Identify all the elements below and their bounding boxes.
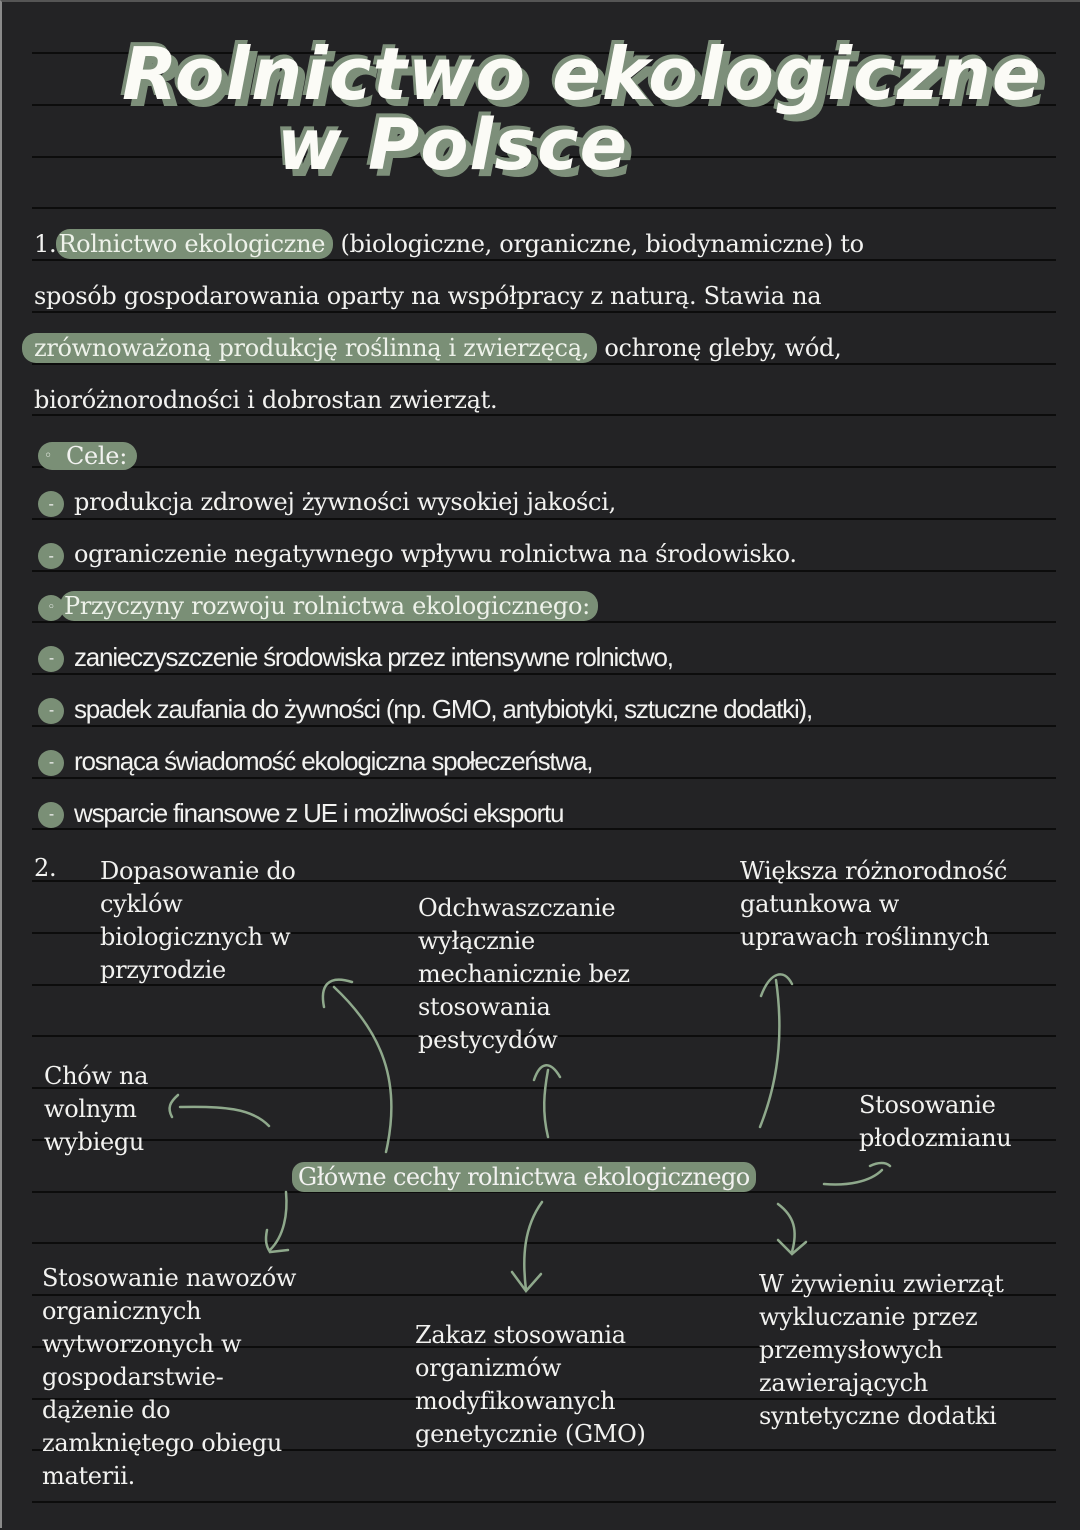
page-title-line2: w Polsce <box>277 104 629 186</box>
ruled-line <box>32 673 1056 675</box>
arrow-to-cycles-icon <box>332 985 393 1154</box>
ruled-line <box>32 1501 1056 1503</box>
dash-bullet-icon: - <box>38 698 64 725</box>
arrow-to-diversity-icon <box>758 978 781 1129</box>
ruled-line <box>32 207 1056 209</box>
paragraph-line-1: 1.Rolnictwo ekologiczne (biologiczne, or… <box>34 229 864 259</box>
ruled-line <box>32 932 1056 934</box>
reason-text: rosnąca świadomość ekologiczna społeczeń… <box>74 746 593 776</box>
dash-bullet-icon: - <box>38 750 64 777</box>
ruled-line <box>32 1087 1056 1089</box>
reason-item: -rosnąca świadomość ekologiczna społecze… <box>34 746 593 777</box>
section-number: 1. <box>34 230 57 258</box>
goals-label: Cele: <box>65 442 128 470</box>
mindmap-center-node: Główne cechy rolnictwa ekologicznego <box>292 1162 756 1192</box>
ruled-line <box>32 1191 1056 1193</box>
feature-free-range: Chów na wolnym wybiegu <box>44 1062 149 1156</box>
ruled-line <box>32 725 1056 727</box>
dash-bullet-icon: - <box>38 802 64 829</box>
arrowhead-icon <box>168 1093 180 1119</box>
dash-bullet-icon: - <box>38 490 64 517</box>
ruled-line <box>32 777 1056 779</box>
feature-gmo-ban: Zakaz stosowania organizmów modyfikowany… <box>415 1321 646 1448</box>
ruled-line <box>32 414 1056 416</box>
arrowhead-icon <box>510 1270 543 1293</box>
paragraph-line-2: sposób gospodarowania oparty na współpra… <box>34 282 822 310</box>
paragraph-line-3: zrównoważoną produkcję roślinną i zwierz… <box>22 333 842 363</box>
ruled-line <box>32 1346 1056 1348</box>
goals-pill: ◦ Cele: <box>38 442 138 470</box>
arrow-to-weeding-icon <box>542 1068 550 1139</box>
ruled-line <box>32 1035 1056 1037</box>
arrowhead-icon <box>868 1161 892 1168</box>
feature-mechanical-weeding: Odchwaszczanie wyłącznie mechanicznie be… <box>418 894 630 1054</box>
feature-organic-fertilizers: Stosowanie nawozów organicznych wytworzo… <box>42 1264 297 1490</box>
ruled-line <box>32 1294 1056 1296</box>
arrowhead-icon <box>264 1228 290 1254</box>
ruled-line <box>32 880 1056 882</box>
section-2-number: 2. <box>34 854 57 882</box>
arrowhead-icon <box>776 1238 808 1256</box>
feature-species-diversity: Większa różnorodność gatunkowa w uprawac… <box>740 857 1007 951</box>
ruled-line <box>32 1139 1056 1141</box>
ruled-line <box>32 1242 1056 1244</box>
feature-animal-feeding: W żywieniu zwierząt wykluczanie przez pr… <box>759 1270 1004 1430</box>
ruled-line <box>32 259 1056 261</box>
ruled-line <box>32 984 1056 986</box>
ruled-line <box>32 828 1056 830</box>
highlight-term: Rolnictwo ekologiczne <box>56 229 334 259</box>
arrow-to-fertilizers-icon <box>268 1190 288 1252</box>
goal-item: -ograniczenie negatywnego wpływu rolnict… <box>34 540 797 569</box>
reasons-heading: ◦Przyczyny rozwoju rolnictwa ekologiczne… <box>34 591 598 621</box>
reason-item: -wsparcie finansowe z UE i możliwości ek… <box>34 798 565 829</box>
page-title-line1: Rolnictwo ekologiczne <box>122 32 1042 116</box>
dash-bullet-icon: - <box>38 542 64 569</box>
paragraph-line-4: bioróżnorodności i dobrostan zwierząt. <box>34 386 498 414</box>
arrow-to-free-range-icon <box>178 1105 271 1128</box>
ruled-line <box>32 363 1056 365</box>
ruled-line <box>32 311 1056 313</box>
feature-crop-rotation: Stosowanie płodozmianu <box>859 1091 1012 1152</box>
reasons-label: Przyczyny rozwoju rolnictwa ekologiczneg… <box>60 591 598 621</box>
arrow-to-gmo-ban-icon <box>523 1200 544 1292</box>
ruled-line <box>32 621 1056 623</box>
reason-item: -zanieczyszczenie środowiska przez inten… <box>34 642 674 673</box>
highlight-phrase: zrównoważoną produkcję roślinną i zwierz… <box>22 333 598 363</box>
ruled-line <box>32 104 1056 106</box>
ruled-line <box>32 1449 1056 1451</box>
reason-text: zanieczyszczenie środowiska przez intens… <box>74 642 674 672</box>
circle-bullet-icon: ◦ <box>38 594 64 621</box>
goal-text: produkcja zdrowej żywności wysokiej jako… <box>74 488 616 516</box>
goal-text: ograniczenie negatywnego wpływu rolnictw… <box>74 540 797 568</box>
ruled-line <box>32 466 1056 468</box>
ruled-line <box>32 52 1056 54</box>
goal-item: -produkcja zdrowej żywności wysokiej jak… <box>34 488 616 517</box>
circle-bullet-icon: ◦ <box>44 448 52 464</box>
arrowhead-icon <box>532 1064 562 1082</box>
ruled-line <box>32 518 1056 520</box>
paragraph-text: (biologiczne, organiczne, biodynamiczne)… <box>333 230 864 258</box>
ruled-line <box>32 1398 1056 1400</box>
reason-item: -spadek zaufania do żywności (np. GMO, a… <box>34 694 813 725</box>
arrow-to-feeding-icon <box>776 1202 796 1254</box>
goals-heading: ◦ Cele: <box>38 438 138 470</box>
ruled-line <box>32 570 1056 572</box>
arrow-to-crop-rotation-icon <box>822 1168 884 1186</box>
paragraph-text: ochronę gleby, wód, <box>597 334 842 362</box>
dash-bullet-icon: - <box>38 646 64 673</box>
feature-biological-cycles: Dopasowanie do cyklów biologicznych w pr… <box>100 857 296 984</box>
ruled-line <box>32 156 1056 158</box>
reason-text: wsparcie finansowe z UE i możliwości eks… <box>74 798 565 828</box>
arrowhead-icon <box>759 973 794 998</box>
reason-text: spadek zaufania do żywności (np. GMO, an… <box>74 694 813 724</box>
arrowhead-icon <box>321 978 354 1009</box>
